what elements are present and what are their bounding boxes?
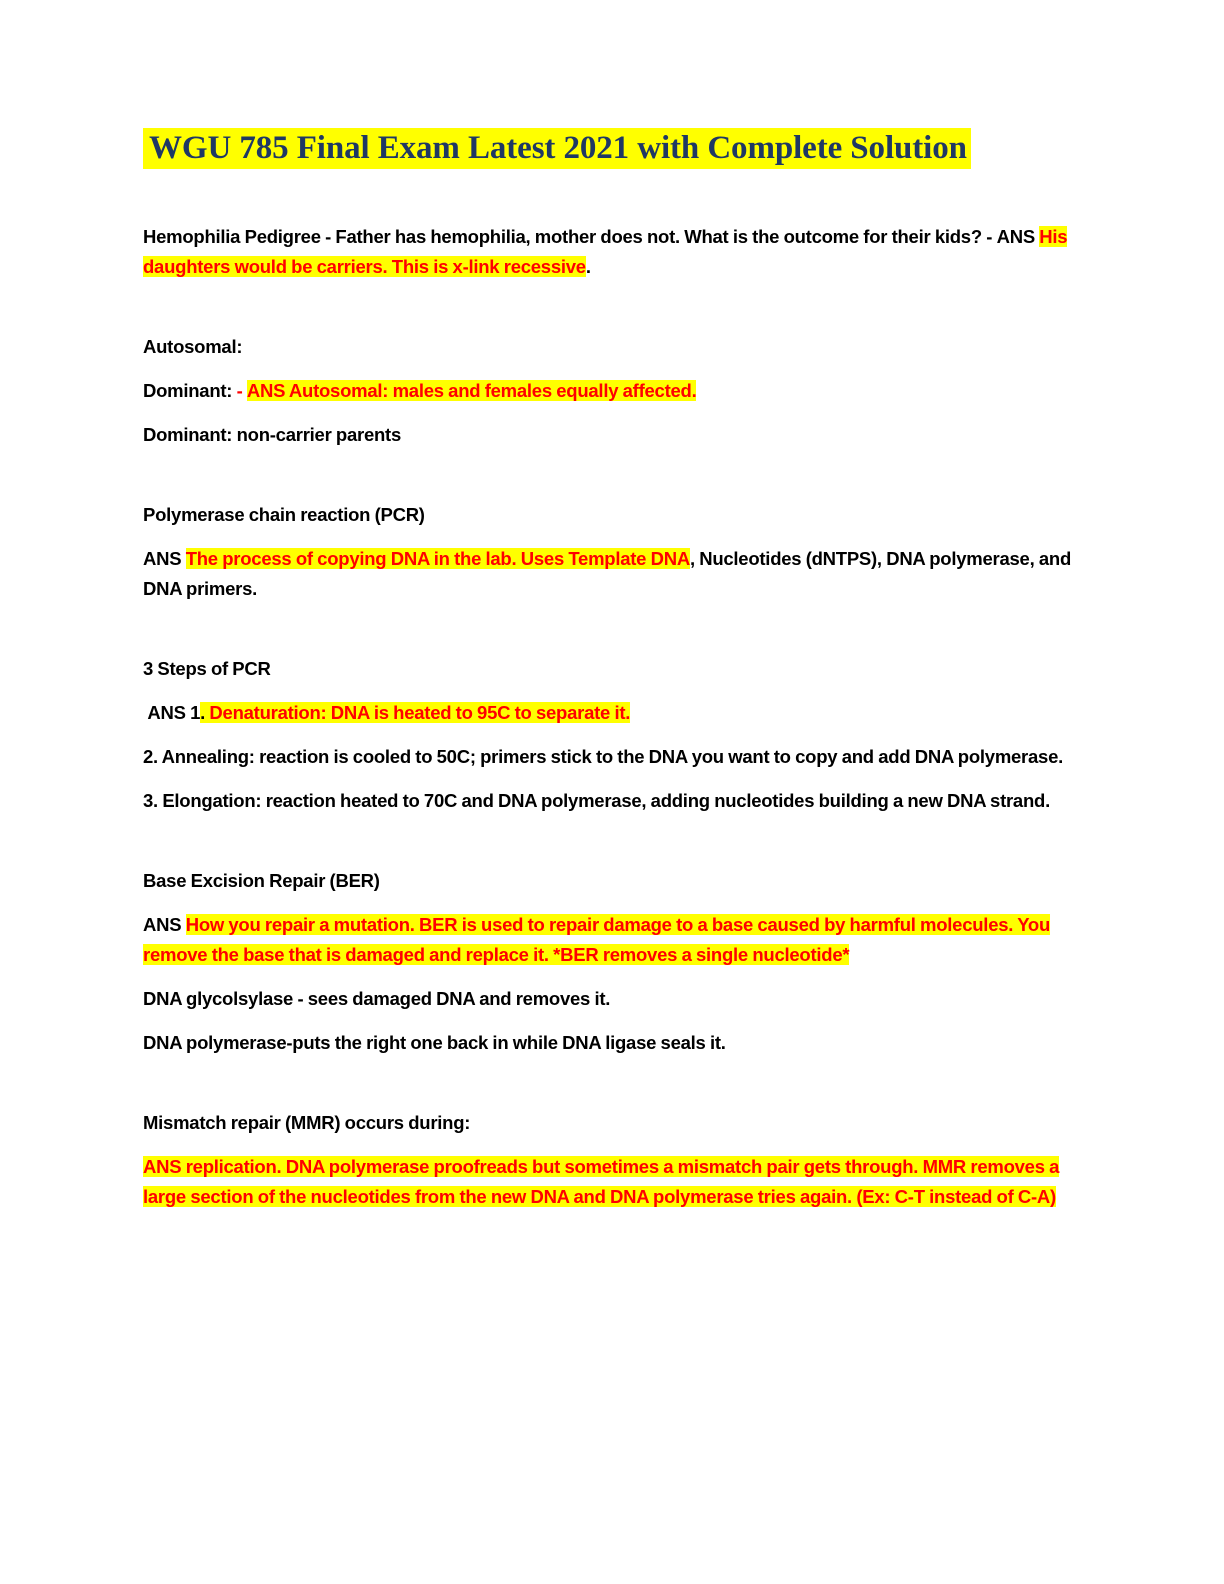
answer-hemophilia-trailing: . bbox=[585, 256, 591, 277]
spacer bbox=[143, 1014, 1078, 1028]
answer-ber-highlighted: How you repair a mutation. BER is used t… bbox=[143, 914, 1051, 965]
ans-label-hemophilia: ANS bbox=[996, 226, 1036, 247]
question-ber: Base Excision Repair (BER) bbox=[143, 870, 380, 891]
spacer bbox=[143, 1138, 1078, 1152]
ans-label-ber: ANS bbox=[143, 914, 182, 935]
spacer bbox=[143, 362, 1078, 376]
ber-note-polymerase: DNA polymerase-puts the right one back i… bbox=[143, 1032, 726, 1053]
spacer bbox=[143, 684, 1078, 698]
answer-pcr-step1: ANS 1. Denaturation: DNA is heated to 95… bbox=[143, 698, 1078, 728]
answer-pcr-plain: , Nucleotides (dNTPS), DNA polymerase, a… bbox=[143, 548, 1071, 599]
autosomal-dash: - bbox=[236, 380, 243, 401]
ans-label-pcr: ANS bbox=[143, 548, 182, 569]
answer-pcr-step2: 2. Annealing: reaction is cooled to 50C;… bbox=[143, 746, 1064, 767]
page-title: WGU 785 Final Exam Latest 2021 with Comp… bbox=[143, 126, 1078, 170]
autosomal-dominant-label: Dominant: bbox=[143, 380, 233, 401]
spacer bbox=[143, 896, 1078, 910]
spacer bbox=[143, 728, 1078, 742]
autosomal-dominant-noncarrier: Dominant: non-carrier parents bbox=[143, 424, 401, 445]
answer-ber-line: ANS How you repair a mutation. BER is us… bbox=[143, 910, 1078, 970]
answer-pcr-step3: 3. Elongation: reaction heated to 70C an… bbox=[143, 790, 1050, 811]
answer-mmr-line: ANS replication. DNA polymerase proofrea… bbox=[143, 1152, 1078, 1212]
answer-pcr-step1-text: Denaturation: DNA is heated to 95C to se… bbox=[205, 702, 631, 723]
spacer bbox=[143, 816, 1078, 866]
document-body: WGU 785 Final Exam Latest 2021 with Comp… bbox=[143, 126, 1078, 1212]
spacer bbox=[143, 450, 1078, 500]
spacer bbox=[143, 282, 1078, 332]
question-mmr: Mismatch repair (MMR) occurs during: bbox=[143, 1112, 471, 1133]
autosomal-dominant-line: Dominant: - ANS Autosomal: males and fem… bbox=[143, 376, 1078, 406]
page-title-text: WGU 785 Final Exam Latest 2021 with Comp… bbox=[143, 128, 971, 169]
answer-pcr-step1-period: . bbox=[200, 702, 206, 723]
spacer bbox=[143, 772, 1078, 786]
heading-autosomal: Autosomal: bbox=[143, 336, 243, 357]
answer-autosomal: ANS Autosomal: males and females equally… bbox=[246, 380, 697, 401]
answer-pcr-highlighted: The process of copying DNA in the lab. U… bbox=[185, 548, 690, 569]
question-pcr: Polymerase chain reaction (PCR) bbox=[143, 504, 425, 525]
question-hemophilia: Hemophilia Pedigree - Father has hemophi… bbox=[143, 222, 1078, 282]
question-hemophilia-text: Hemophilia Pedigree - Father has hemophi… bbox=[143, 226, 993, 247]
spacer bbox=[143, 1058, 1078, 1108]
ber-note-glycolsylase: DNA glycolsylase - sees damaged DNA and … bbox=[143, 988, 611, 1009]
ans-label-pcr-steps: ANS 1 bbox=[147, 702, 201, 723]
answer-pcr-line: ANS The process of copying DNA in the la… bbox=[143, 544, 1078, 604]
spacer bbox=[143, 970, 1078, 984]
spacer bbox=[143, 530, 1078, 544]
question-pcr-steps: 3 Steps of PCR bbox=[143, 658, 271, 679]
answer-mmr-highlighted: ANS replication. DNA polymerase proofrea… bbox=[143, 1156, 1060, 1207]
spacer bbox=[143, 178, 1078, 222]
spacer bbox=[143, 406, 1078, 420]
spacer bbox=[143, 604, 1078, 654]
